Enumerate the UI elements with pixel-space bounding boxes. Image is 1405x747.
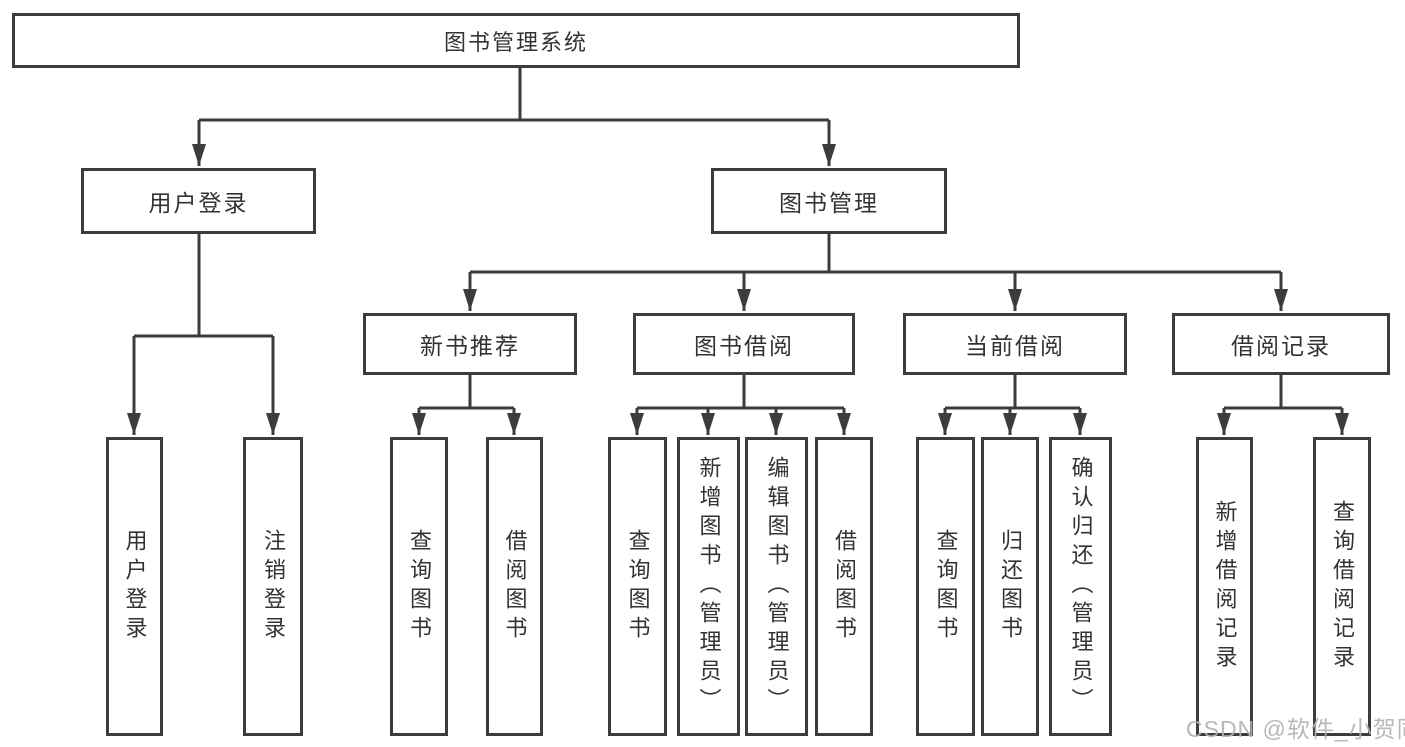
leaf-confirm-return-admin: 确认归还（管理员） [1049,437,1112,736]
leaf-query-books-borrow: 查询图书 [608,437,667,736]
node-borrow-records: 借阅记录 [1172,313,1390,375]
node-book-management: 图书管理 [711,168,947,234]
csdn-watermark: CSDN @软件_小贺同学 [1186,716,1405,742]
leaf-user-login: 用户登录 [106,437,163,736]
leaf-add-books-admin: 新增图书（管理员） [677,437,740,736]
node-book-borrow: 图书借阅 [633,313,855,375]
connector-skeleton [134,68,1342,410]
leaf-logout: 注销登录 [243,437,303,736]
leaf-query-borrow-record: 查询借阅记录 [1313,437,1371,736]
node-new-book-recommend: 新书推荐 [363,313,577,375]
leaf-edit-books-admin: 编辑图书（管理员） [745,437,808,736]
node-library-management-system: 图书管理系统 [12,13,1020,68]
leaf-borrow-books: 借阅图书 [815,437,873,736]
node-current-borrow: 当前借阅 [903,313,1127,375]
leaf-query-books-current: 查询图书 [916,437,975,736]
node-user-login: 用户登录 [81,168,316,234]
leaf-query-books-recommend: 查询图书 [390,437,448,736]
leaf-add-borrow-record: 新增借阅记录 [1196,437,1253,736]
leaf-return-books: 归还图书 [981,437,1039,736]
leaf-borrow-books-recommend: 借阅图书 [486,437,543,736]
